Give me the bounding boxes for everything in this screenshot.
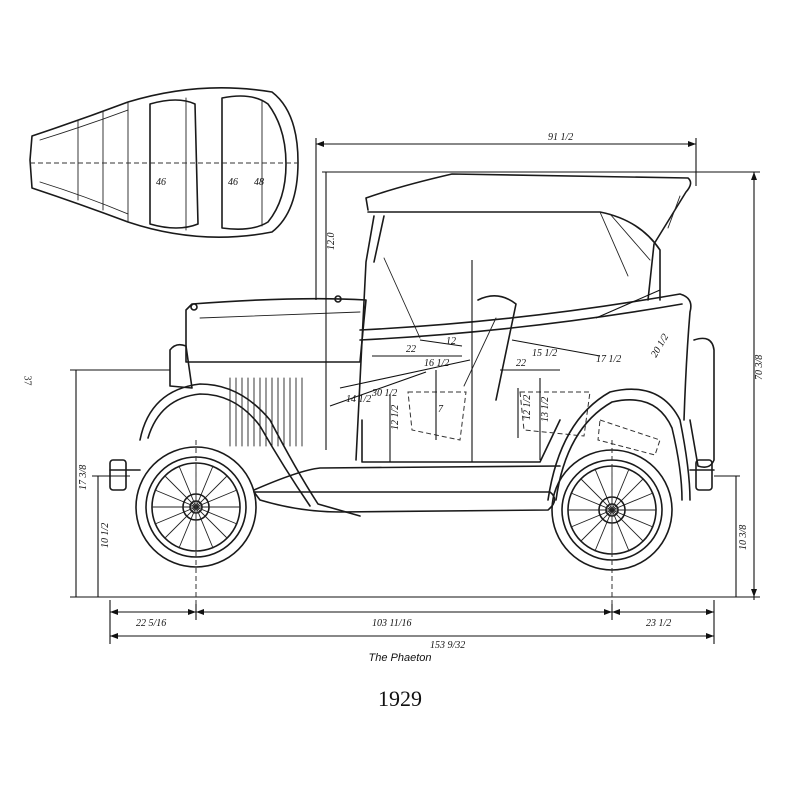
- dim-front-seat-back: 22: [406, 344, 416, 355]
- dim-front-legroom: 7: [438, 404, 444, 415]
- dim-overall-length-bottom: 153 9/32: [430, 640, 465, 651]
- side-view: [70, 173, 760, 620]
- dim-front-seat-width: 16 1/2: [424, 358, 449, 369]
- plan-mark-3: 48: [254, 177, 264, 188]
- dim-front-overhang: 22 5/16: [136, 618, 166, 629]
- plan-view: 46 46 48: [29, 86, 299, 238]
- dim-rear-seat-height: 13 1/2: [540, 397, 551, 422]
- dim-rear-legroom: 17 1/2: [596, 354, 621, 365]
- dim-overall-height: 70 3/8: [754, 355, 765, 380]
- year-caption: 1929: [378, 686, 422, 711]
- dim-front-floor: 30 1/2: [371, 388, 397, 399]
- dim-front-seat-depth: 12: [446, 336, 456, 347]
- dim-rear-seat-width: 15 1/2: [532, 348, 557, 359]
- dim-front-axle-height: 10 1/2: [100, 523, 111, 548]
- dimension-lines: [70, 138, 760, 644]
- dim-overall-length-top: 91 1/2: [548, 132, 573, 143]
- dim-rear-seat-depth: 22: [516, 358, 526, 369]
- model-caption: The Phaeton: [368, 652, 432, 664]
- dim-front-cushion-height: 12 1/2: [390, 405, 401, 430]
- dim-rear-axle-height: 10 3/8: [738, 525, 749, 550]
- dim-front-seat-rise: 14 1/2: [346, 394, 371, 405]
- dim-body-height: 12.0: [326, 233, 337, 251]
- dim-front-bumper-height: 17 3/8: [78, 465, 89, 490]
- plan-mark-2: 46: [228, 177, 238, 188]
- plan-mark-1: 46: [156, 177, 166, 188]
- dim-top-bow: 20 1/2: [649, 332, 671, 359]
- dim-rear-seat-cushion: 12 1/2: [522, 395, 533, 420]
- dimension-labels: 91 1/2 70 3/8 12.0 22 5/16 103 11/16 23 …: [78, 132, 765, 651]
- dim-wheelbase: 103 11/16: [372, 618, 412, 629]
- dim-rear-overhang: 23 1/2: [646, 618, 671, 629]
